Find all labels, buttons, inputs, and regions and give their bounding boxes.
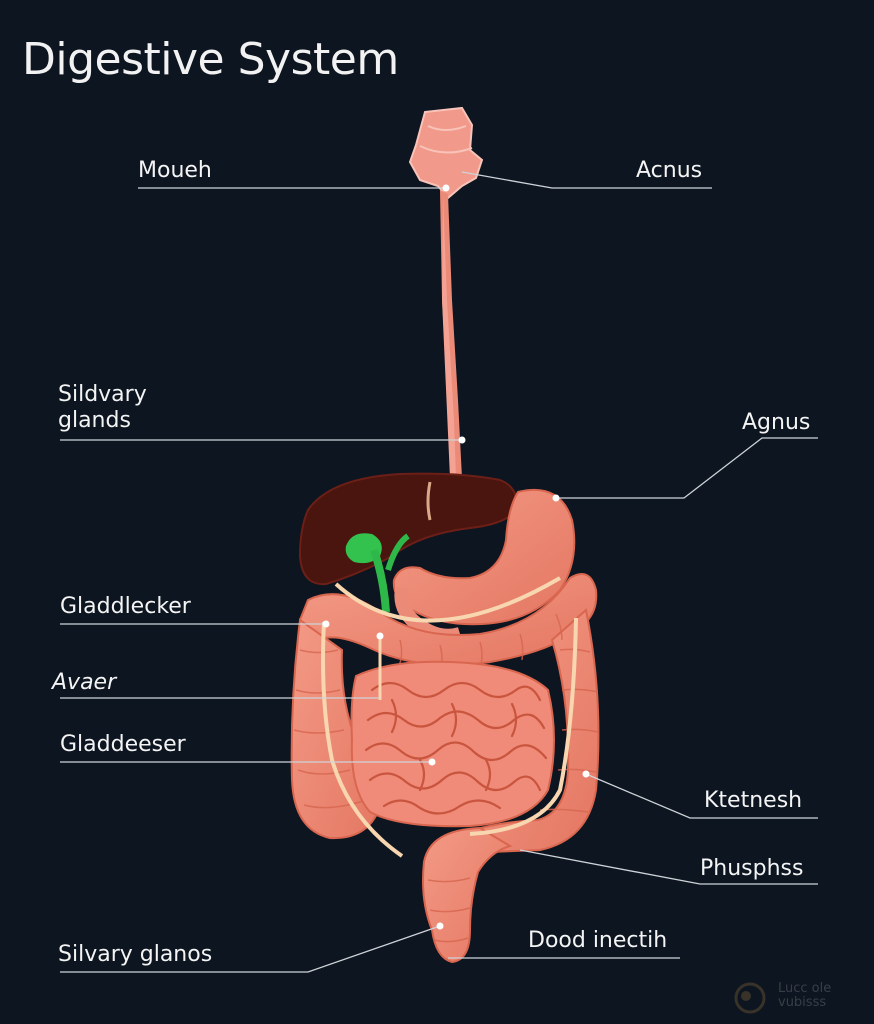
label-pharynx: Phusphss xyxy=(700,856,804,881)
label-salivary-glands: Sildvary glands xyxy=(58,382,147,433)
diagram-title: Digestive System xyxy=(22,34,399,85)
label-liver: Avaer xyxy=(52,670,117,695)
watermark-line-1: Lucc ole xyxy=(778,981,832,996)
watermark-line-2: vubisss xyxy=(778,995,827,1010)
label-anus-top: Acnus xyxy=(636,158,703,183)
leader-lines xyxy=(60,171,818,973)
label-salivary-glands-2: Silvary glanos xyxy=(58,942,213,967)
rectum xyxy=(422,826,513,964)
label-gallbladder: Gladdlecker xyxy=(60,594,191,619)
label-anus-mid: Agnus xyxy=(742,410,811,435)
watermark-logo-icon xyxy=(734,982,766,1014)
label-intestine: Ktetnesh xyxy=(704,788,803,813)
label-mouth: Moueh xyxy=(138,158,212,183)
leader-dots xyxy=(322,184,590,930)
label-gallbladder-2: Gladdeeser xyxy=(60,732,186,757)
label-duodenum: Dood inectih xyxy=(528,928,668,953)
